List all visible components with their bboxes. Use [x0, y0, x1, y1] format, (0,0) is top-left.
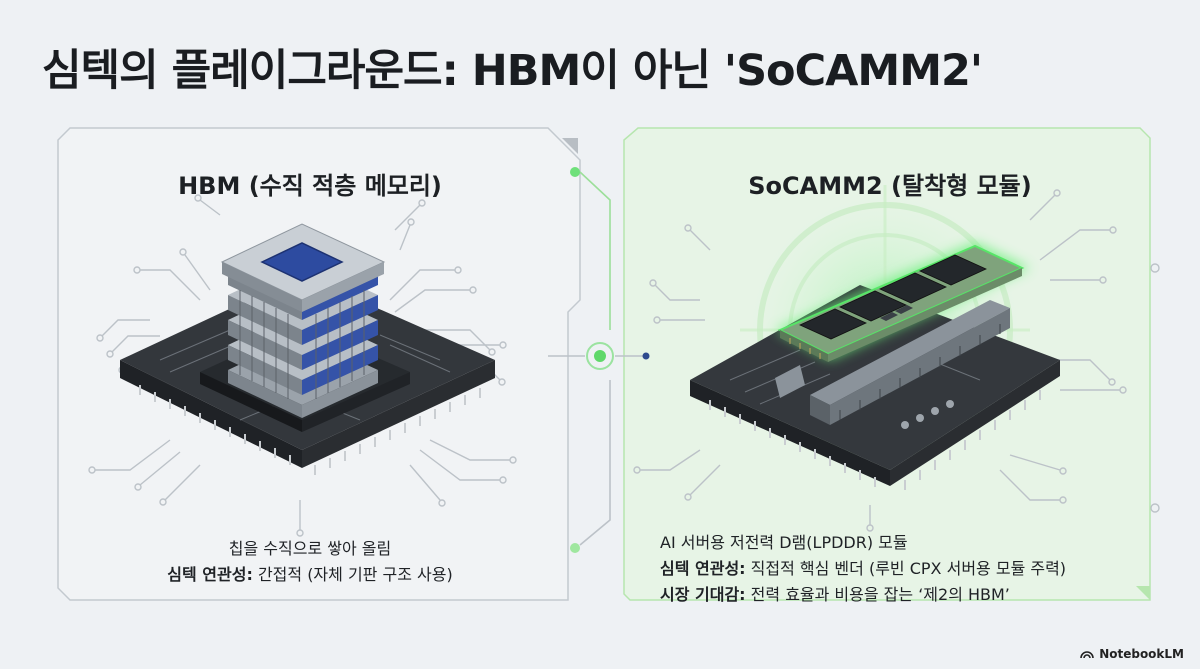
socamm2-description: AI 서버용 저전력 D램(LPDDR) 모듈	[660, 533, 908, 552]
hbm-chip-illustration	[120, 223, 495, 475]
socamm2-circuit-lines	[633, 189, 1127, 532]
brand-watermark: NotebookLM	[1080, 647, 1184, 661]
socamm2-market-text: 전력 효율과 비용을 잡는 ‘제2의 HBM’	[745, 585, 1010, 604]
socamm2-caption: AI 서버용 저전력 D램(LPDDR) 모듈 심텍 연관성: 직접적 핵심 벤…	[660, 530, 1066, 608]
hbm-relevance-text: 간접적 (자체 기판 구조 사용)	[252, 565, 453, 584]
socamm2-module-illustration	[690, 185, 1060, 490]
socamm2-market-label: 시장 기대감:	[660, 585, 746, 604]
socamm2-relevance-line: 심텍 연관성: 직접적 핵심 벤더 (루빈 CPX 서버용 모듈 주력)	[660, 556, 1066, 582]
notebooklm-logo-icon	[1080, 651, 1094, 659]
socamm2-relevance-label: 심텍 연관성:	[660, 559, 746, 578]
socamm2-panel-title: SoCAMM2 (탈착형 모듈)	[748, 172, 1032, 200]
hbm-panel-title: HBM (수직 적층 메모리)	[178, 172, 442, 200]
socamm2-market-line: 시장 기대감: 전력 효율과 비용을 잡는 ‘제2의 HBM’	[660, 582, 1066, 608]
hbm-relevance-line: 심텍 연관성: 간접적 (자체 기판 구조 사용)	[130, 562, 490, 588]
hbm-caption: 칩을 수직으로 쌓아 올림 심텍 연관성: 간접적 (자체 기판 구조 사용)	[130, 536, 490, 588]
hbm-description: 칩을 수직으로 쌓아 올림	[228, 539, 392, 558]
hbm-relevance-label: 심텍 연관성:	[167, 565, 253, 584]
center-connector	[548, 167, 1160, 553]
page-title: 심텍의 플레이그라운드: HBM이 아닌 'SoCAMM2'	[42, 46, 983, 96]
socamm2-relevance-text: 직접적 핵심 벤더 (루빈 CPX 서버용 모듈 주력)	[745, 559, 1067, 578]
brand-name: NotebookLM	[1099, 647, 1184, 661]
